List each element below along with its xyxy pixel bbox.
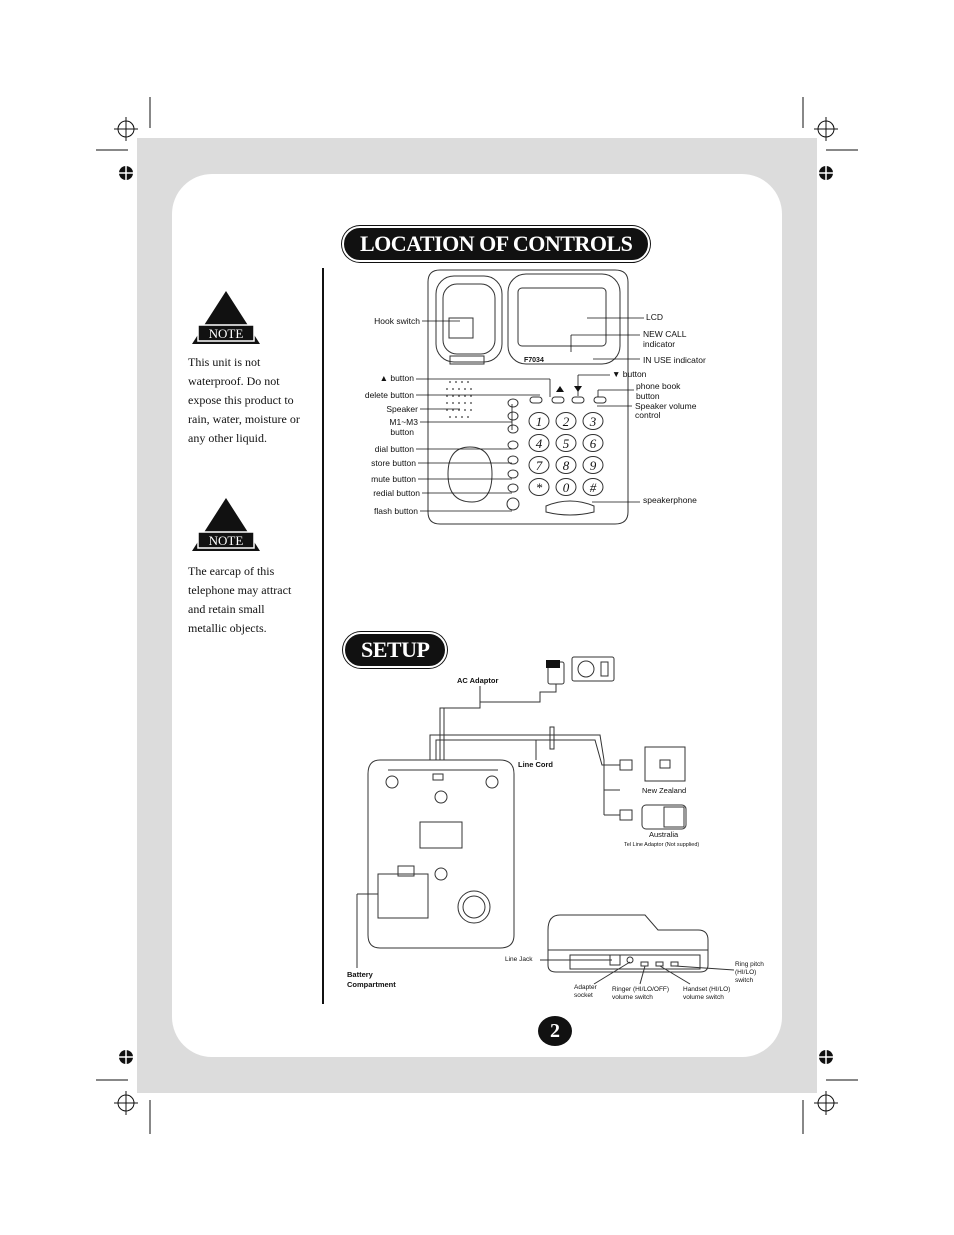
section-title-controls: LOCATION OF CONTROLS — [342, 226, 651, 262]
speaker-volume-label-2: control — [635, 410, 661, 420]
m1-m3-label-2: button — [390, 427, 414, 437]
tel-line-adaptor-label: Tel Line Adaptor (Not supplied) — [624, 842, 700, 848]
battery-label-2: Compartment — [347, 980, 396, 989]
keypad-key — [582, 434, 604, 452]
keypad-key — [582, 456, 604, 474]
line-cord-label: Line Cord — [518, 760, 553, 769]
keypad-key — [555, 478, 577, 496]
model-label: F7034 — [524, 357, 544, 364]
phone-book-label-2: button — [636, 391, 660, 401]
keypad-key — [555, 434, 577, 452]
speaker-volume-label: Speaker volume — [635, 401, 697, 411]
mute-button-label: mute button — [371, 474, 416, 484]
adapter-socket-label: Adapter — [574, 984, 597, 991]
flash-button-label: flash button — [374, 506, 418, 516]
battery-label: Battery — [347, 970, 373, 979]
keypad-key-label: # — [590, 480, 597, 495]
hook-switch-label: Hook switch — [374, 316, 420, 326]
in-use-label: IN USE indicator — [643, 355, 706, 365]
new-zealand-label: New Zealand — [642, 786, 687, 795]
page-number: 2 — [538, 1016, 572, 1046]
keypad-key-label: 5 — [563, 436, 570, 451]
keypad-key — [582, 412, 604, 430]
speaker-label: Speaker — [386, 404, 418, 414]
ring-pitch-label-2: (HI/LO) — [735, 969, 757, 976]
keypad-key-label: 6 — [590, 436, 597, 451]
keypad-key — [555, 412, 577, 430]
keypad-key — [528, 456, 550, 474]
store-button-label: store button — [371, 458, 416, 468]
warning-triangle-icon — [192, 291, 260, 344]
keypad-key-label: 4 — [536, 436, 543, 451]
up-button-label: ▲ button — [379, 373, 414, 383]
m1-m3-label: M1~M3 — [389, 417, 418, 427]
australia-label: Australia — [649, 830, 679, 839]
dial-button-label: dial button — [374, 444, 414, 454]
keypad-key-label: * — [536, 480, 543, 495]
keypad-key-label: 2 — [563, 414, 570, 429]
keypad-key — [528, 412, 550, 430]
keypad-key — [582, 478, 604, 496]
handset-label-2: volume switch — [683, 994, 724, 1001]
speakerphone-label: speakerphone — [643, 495, 697, 505]
keypad-key — [555, 456, 577, 474]
keypad-key — [528, 478, 550, 496]
ringer-label-2: volume switch — [612, 994, 653, 1001]
phone-book-label: phone book — [636, 381, 681, 391]
column-divider — [322, 268, 324, 1004]
warning-triangle-icon — [192, 498, 260, 551]
delete-button-label: delete button — [364, 390, 414, 400]
keypad-key-label: 1 — [536, 414, 543, 429]
keypad-key-label: 0 — [563, 480, 570, 495]
ring-pitch-label-3: switch — [735, 977, 754, 984]
keypad-key-label: 8 — [563, 458, 570, 473]
ringer-label: Ringer (HI/LO/OFF) — [612, 986, 670, 993]
ring-pitch-label: Ring pitch — [735, 961, 764, 968]
section-title-setup: SETUP — [343, 632, 448, 668]
line-jack-label: Line Jack — [505, 956, 533, 963]
keypad-key — [528, 434, 550, 452]
content-panel — [172, 174, 782, 1057]
lcd-label: LCD — [646, 312, 664, 322]
new-call-label: NEW CALL — [643, 329, 687, 339]
telephone-front-diagram: F7034 1 2 3 4 5 6 7 8 9 * 0 # — [427, 269, 629, 525]
keypad-key-label: 3 — [589, 414, 597, 429]
keypad-key-label: 7 — [536, 458, 543, 473]
note-text: The earcap of this telephone may attract… — [188, 564, 292, 635]
note-badge: NOTE — [208, 326, 244, 341]
ac-adaptor-label: AC Adaptor — [457, 676, 499, 685]
note-badge: NOTE — [208, 533, 244, 548]
keypad-key-label: 9 — [590, 458, 597, 473]
new-call-label-2: indicator — [643, 339, 676, 349]
handset-label: Handset (HI/LO) — [683, 986, 731, 993]
down-button-label: ▼ button — [612, 369, 647, 379]
note-text: This unit is not waterproof. Do not expo… — [188, 355, 300, 445]
adapter-socket-label-2: socket — [574, 992, 593, 999]
redial-button-label: redial button — [373, 488, 420, 498]
